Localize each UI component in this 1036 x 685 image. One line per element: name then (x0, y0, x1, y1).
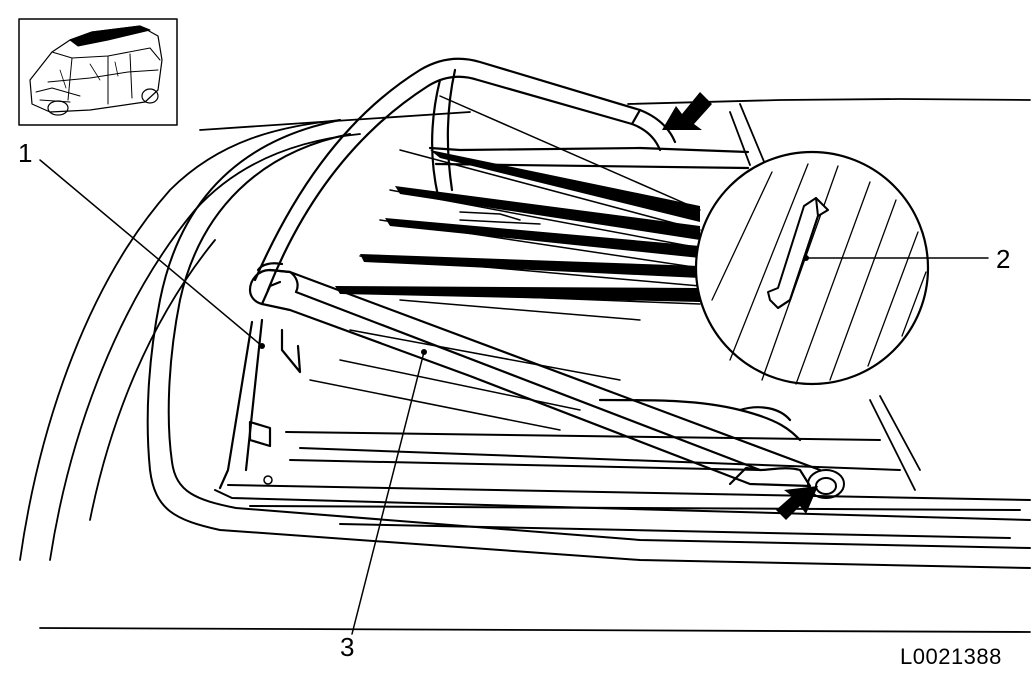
pivot-wheel (807, 469, 845, 499)
figure-reference-code: L0021388 (900, 644, 1002, 669)
roof-outline (19, 98, 1031, 633)
magnifier-circle-icon (694, 150, 930, 386)
callout-3-label: 3 (340, 632, 355, 662)
arrow-icon (662, 92, 818, 520)
vehicle-thumbnail-icon (18, 18, 178, 126)
leader-lines (39, 159, 989, 635)
magnifier-rays (335, 150, 700, 302)
callout-1-label: 1 (18, 138, 33, 168)
callout-2-label: 2 (996, 244, 1011, 274)
roof-opening-frame (146, 119, 1031, 569)
